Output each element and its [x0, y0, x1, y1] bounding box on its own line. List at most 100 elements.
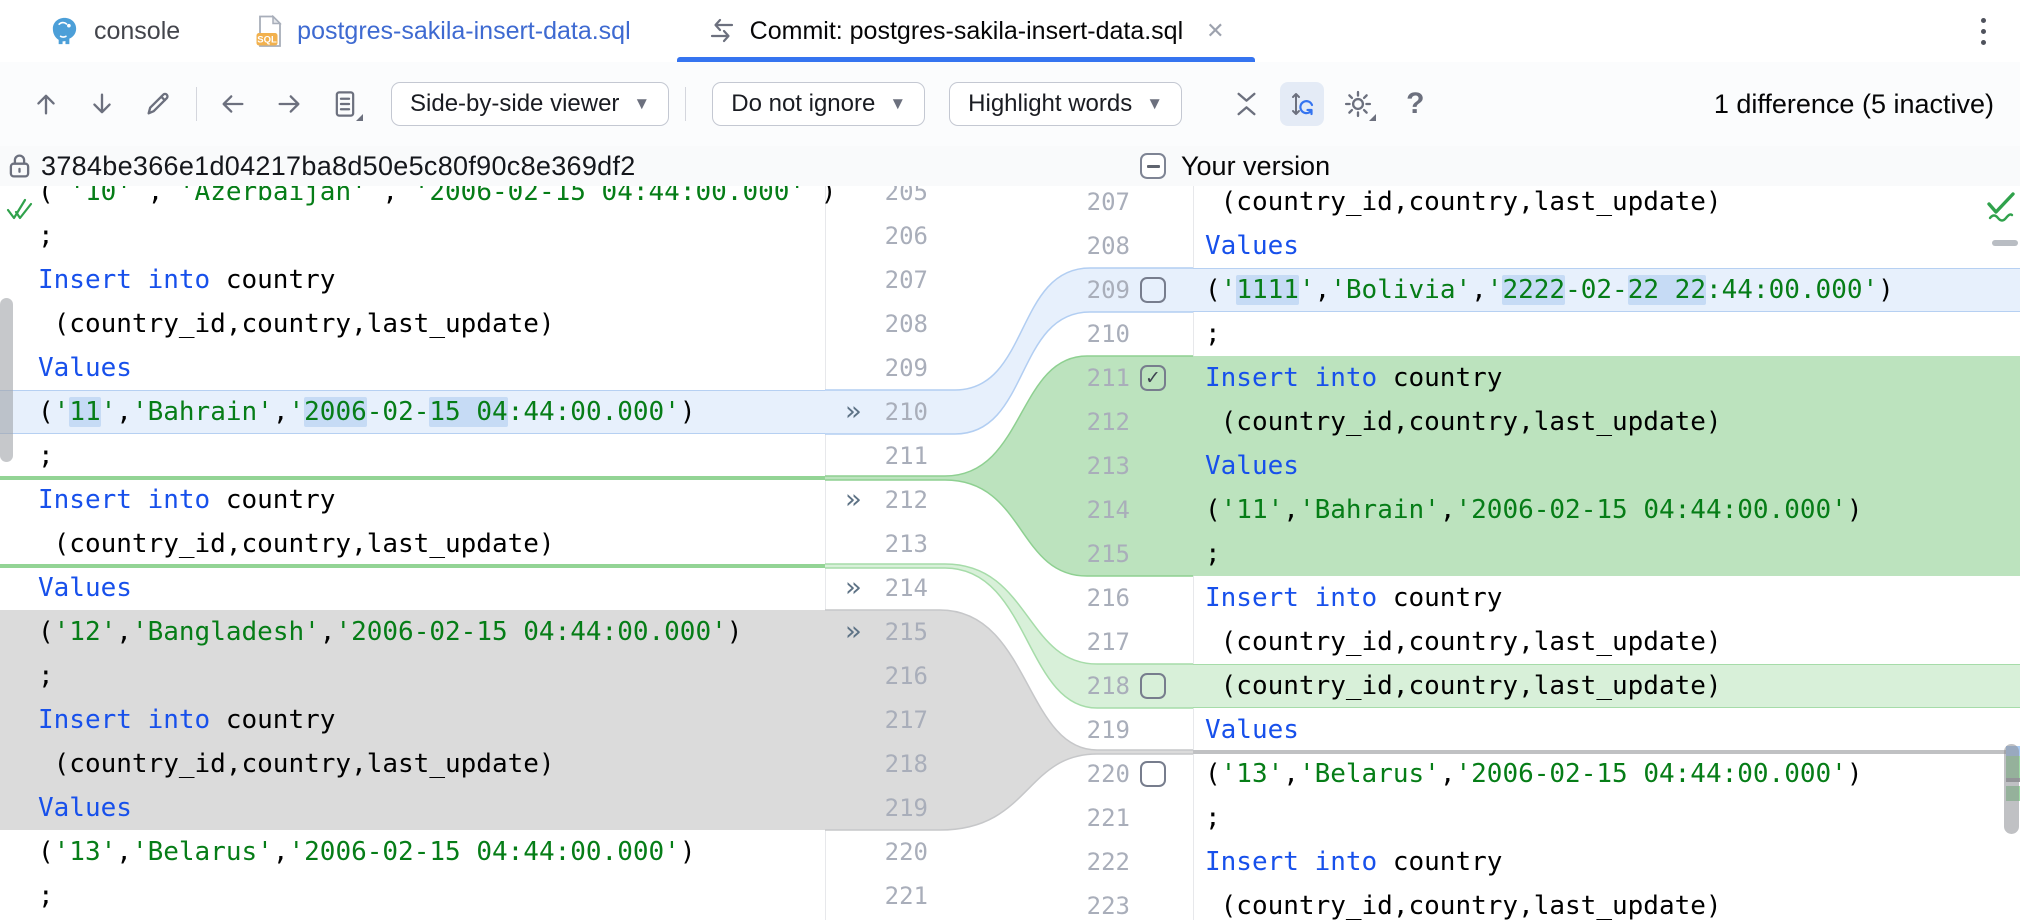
- highlight-mode-dropdown[interactable]: Highlight words ▼: [949, 82, 1183, 126]
- right-line-215[interactable]: ;: [1193, 532, 2020, 576]
- right-gutter-row-214: 214: [1040, 488, 1193, 532]
- back-button[interactable]: [211, 82, 255, 126]
- close-tab-icon[interactable]: ✕: [1206, 18, 1225, 43]
- left-line-220[interactable]: ('13','Belarus','2006-02-15 04:44:00.000…: [38, 837, 696, 867]
- svg-text:SQL: SQL: [257, 34, 277, 45]
- left-line-213[interactable]: (country_id,country,last_update): [38, 529, 555, 559]
- right-line-218[interactable]: (country_id,country,last_update): [1193, 664, 2020, 708]
- next-difference-button[interactable]: [80, 82, 124, 126]
- left-gutter-row-209: 209: [825, 346, 940, 390]
- right-line-213[interactable]: Values: [1193, 444, 2020, 488]
- tab-console[interactable]: console: [10, 0, 218, 62]
- select-all-changes-checkbox[interactable]: [1140, 153, 1166, 179]
- right-gutter-row-219: 219: [1040, 708, 1193, 752]
- help-icon[interactable]: ?: [1406, 87, 1425, 120]
- no-problems-check-icon[interactable]: [1984, 190, 2018, 233]
- right-line-number-220: 220: [1086, 760, 1130, 788]
- left-line-number-218: 218: [884, 750, 928, 778]
- left-gutter-row-208: 208: [825, 302, 940, 346]
- apply-change-chevron-icon[interactable]: »: [845, 616, 862, 647]
- right-gutter-row-220: 220: [1040, 752, 1193, 796]
- right-line-222[interactable]: Insert into country: [1205, 847, 1503, 877]
- forward-button[interactable]: [267, 82, 311, 126]
- right-line-number-215: 215: [1086, 540, 1130, 568]
- whitespace-policy-dropdown[interactable]: Do not ignore ▼: [712, 82, 926, 126]
- right-line-214[interactable]: ('11','Bahrain','2006-02-15 04:44:00.000…: [1193, 488, 2020, 532]
- line-211-change-checkbox[interactable]: ✓: [1140, 365, 1166, 391]
- left-line-number-220: 220: [884, 838, 928, 866]
- left-line-215[interactable]: ('12','Bangladesh','2006-02-15 04:44:00.…: [0, 610, 825, 654]
- diff-settings-button[interactable]: [1336, 82, 1380, 126]
- right-line-207[interactable]: (country_id,country,last_update): [1205, 187, 1722, 217]
- right-line-221[interactable]: ;: [1205, 803, 1221, 833]
- edit-source-button[interactable]: [136, 82, 180, 126]
- previous-difference-button[interactable]: [24, 82, 68, 126]
- more-options-kebab-icon[interactable]: [1973, 10, 1994, 53]
- left-line-221[interactable]: ;: [38, 881, 54, 911]
- left-line-210[interactable]: ('11','Bahrain','2006-02-15 04:44:00.000…: [0, 390, 825, 434]
- chevron-down-icon: ▼: [1146, 94, 1164, 113]
- left-gutter-row-217: 217: [825, 698, 940, 742]
- left-line-211[interactable]: ;: [38, 441, 54, 471]
- right-gutter-row-213: 213: [1040, 444, 1193, 488]
- left-line-212[interactable]: Insert into country: [38, 485, 336, 515]
- synchronize-scrolling-button[interactable]: [1280, 82, 1325, 126]
- left-line-205[interactable]: ( '10' , 'Azerbaijan' , '2006-02-15 04:4…: [38, 186, 837, 207]
- right-line-223[interactable]: (country_id,country,last_update): [1205, 891, 1722, 920]
- sql-file-icon: SQL: [256, 14, 284, 48]
- tab-commit-diff[interactable]: Commit: postgres-sakila-insert-data.sql …: [669, 0, 1263, 62]
- chevron-down-icon: ▼: [889, 94, 907, 113]
- right-line-number-218: 218: [1086, 672, 1130, 700]
- right-line-number-212: 212: [1086, 408, 1130, 436]
- left-gutter-row-210: »210: [825, 390, 940, 434]
- chevron-down-icon: ▼: [633, 94, 651, 113]
- right-line-212[interactable]: (country_id,country,last_update): [1193, 400, 2020, 444]
- compare-file-with-editor-button[interactable]: [323, 82, 367, 126]
- right-line-209[interactable]: ('1111','Bolivia','2222-02-22 22:44:00.0…: [1193, 268, 2020, 312]
- right-gutter-row-215: 215: [1040, 532, 1193, 576]
- arrow-up-icon: [37, 94, 55, 115]
- left-line-217[interactable]: Insert into country: [0, 698, 825, 742]
- apply-change-chevron-icon[interactable]: »: [845, 396, 862, 427]
- right-editor[interactable]: (country_id,country,last_update)Values('…: [1193, 186, 2020, 920]
- right-line-220[interactable]: ('13','Belarus','2006-02-15 04:44:00.000…: [1205, 759, 1863, 789]
- right-scrollbar-thumb[interactable]: [2004, 744, 2019, 834]
- pencil-icon: [147, 92, 169, 115]
- left-line-208[interactable]: (country_id,country,last_update): [38, 309, 555, 339]
- toolbar-divider: [685, 87, 687, 121]
- right-line-217[interactable]: (country_id,country,last_update): [1205, 627, 1722, 657]
- left-line-214[interactable]: Values: [38, 573, 132, 603]
- right-line-208[interactable]: Values: [1205, 231, 1299, 261]
- right-line-210[interactable]: ;: [1205, 319, 1221, 349]
- line-220-change-checkbox[interactable]: [1140, 761, 1166, 787]
- left-line-number-214: 214: [884, 574, 928, 602]
- apply-change-chevron-icon[interactable]: »: [845, 572, 862, 603]
- line-218-change-checkbox[interactable]: [1140, 673, 1166, 699]
- viewer-mode-dropdown[interactable]: Side-by-side viewer ▼: [391, 82, 670, 126]
- document-icon: [335, 91, 355, 117]
- left-line-218[interactable]: (country_id,country,last_update): [0, 742, 825, 786]
- left-editor[interactable]: ( '10' , 'Azerbaijan' , '2006-02-15 04:4…: [0, 186, 837, 918]
- left-line-209[interactable]: Values: [38, 353, 132, 383]
- lock-icon: [8, 152, 31, 180]
- diff-separator-gray: [1193, 750, 2020, 754]
- line-209-change-checkbox[interactable]: [1140, 277, 1166, 303]
- diff-separator-green: [0, 564, 825, 568]
- tab-sql-file[interactable]: SQL postgres-sakila-insert-data.sql: [218, 0, 668, 62]
- left-line-216[interactable]: ;: [0, 654, 825, 698]
- apply-change-chevron-icon[interactable]: »: [845, 484, 862, 515]
- left-line-207[interactable]: Insert into country: [38, 265, 336, 295]
- right-line-216[interactable]: Insert into country: [1205, 583, 1503, 613]
- left-line-219[interactable]: Values: [0, 786, 825, 830]
- changes-applied-check-icon: [4, 194, 38, 239]
- collapse-unchanged-button[interactable]: [1224, 82, 1268, 126]
- right-line-number-209: 209: [1086, 276, 1130, 304]
- right-line-219[interactable]: Values: [1205, 715, 1299, 745]
- left-line-number-219: 219: [884, 794, 928, 822]
- right-gutter-row-221: 221: [1040, 796, 1193, 840]
- right-line-211[interactable]: Insert into country: [1193, 356, 2020, 400]
- left-scrollbar-thumb[interactable]: [0, 298, 13, 462]
- right-line-number-219: 219: [1086, 716, 1130, 744]
- left-line-206[interactable]: ;: [38, 221, 54, 251]
